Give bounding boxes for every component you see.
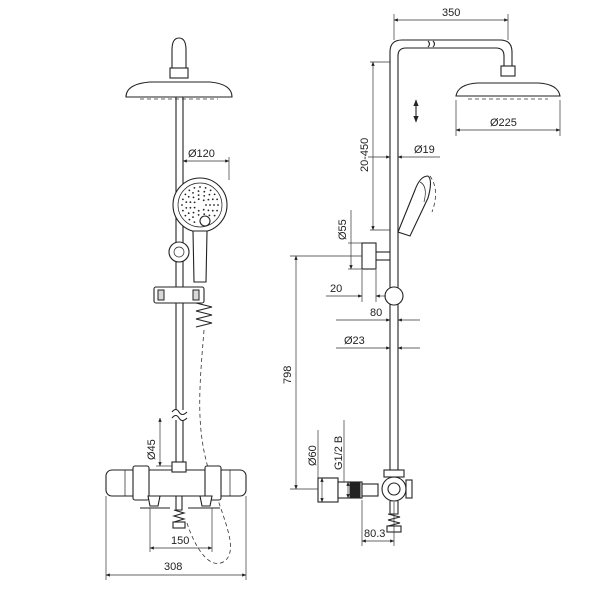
- nozzle-dot: [192, 211, 195, 214]
- side-view: 350 Ø225 20-450 Ø19 Ø55 20 80 Ø23: [282, 7, 561, 546]
- side-dim-arm-reach: 350: [442, 7, 460, 19]
- side-wall-escutcheon: [317, 477, 339, 503]
- side-hand-shower: [397, 175, 432, 237]
- front-mixer-knob-left: [132, 465, 150, 501]
- nozzle-dot: [189, 206, 192, 209]
- side-dim-escutcheon-diameter: Ø60: [307, 445, 319, 466]
- front-mixer-body: [105, 469, 247, 497]
- side-dim-total-height: 798: [282, 366, 294, 384]
- front-holder-bracket: [168, 241, 190, 263]
- front-view: Ø120 Ø45 150 308: [105, 37, 247, 580]
- front-slider: [153, 286, 205, 304]
- nozzle-dot: [217, 204, 219, 206]
- front-hand-shower-nozzles: [181, 186, 219, 224]
- nozzle-dot: [184, 193, 187, 196]
- nozzle-dot: [202, 208, 205, 211]
- front-overhead-shower-head: [125, 81, 233, 98]
- nozzle-dot: [181, 204, 183, 206]
- front-arm-nut: [169, 67, 189, 79]
- side-dim-riser-diameter: Ø19: [414, 144, 435, 156]
- side-dim-holder-offset: 20: [330, 283, 342, 295]
- front-mixer-knob-right: [204, 465, 222, 501]
- nozzle-dot: [184, 214, 187, 217]
- nozzle-dot: [197, 198, 200, 201]
- front-shower-arm: [171, 37, 187, 72]
- nozzle-dot: [216, 198, 219, 201]
- nozzle-dot: [185, 207, 188, 209]
- side-holder-bracket: [361, 242, 377, 270]
- nozzle-dot: [193, 221, 196, 224]
- nozzle-dot: [207, 209, 210, 212]
- nozzle-dot: [203, 213, 206, 216]
- side-dim-rail-diameter: Ø23: [344, 335, 365, 347]
- nozzle-dot: [208, 193, 211, 196]
- front-dim-inlet-spacing: 150: [171, 535, 189, 547]
- nozzle-dot: [211, 198, 214, 201]
- nozzle-dot: [213, 204, 215, 206]
- nozzle-dot: [203, 190, 206, 193]
- front-dim-overall-width: 308: [164, 561, 182, 573]
- nozzle-dot: [193, 201, 196, 204]
- nozzle-dot: [188, 189, 191, 192]
- side-dim-holder-diameter: Ø55: [337, 219, 349, 240]
- front-hose-coil: [195, 302, 213, 328]
- nozzle-dot: [197, 194, 200, 197]
- front-dim-rail-diameter: Ø45: [146, 439, 158, 460]
- nozzle-dot: [185, 201, 188, 204]
- side-dim-slider-offset: 80: [370, 307, 382, 319]
- nozzle-dot: [213, 214, 216, 217]
- side-dim-wall-to-centre: 80.3: [364, 528, 385, 540]
- side-dim-thread-size: G1/2 B: [333, 436, 345, 470]
- nozzle-dot: [211, 209, 214, 212]
- nozzle-dot: [213, 193, 216, 196]
- side-thread-fitting: [349, 481, 361, 499]
- nozzle-dot: [182, 209, 184, 212]
- nozzle-dot: [192, 216, 194, 219]
- nozzle-dot: [209, 189, 212, 192]
- nozzle-dot: [187, 212, 190, 215]
- side-riser-arm: [389, 39, 513, 470]
- nozzle-dot: [209, 204, 211, 206]
- nozzle-dot: [216, 209, 219, 212]
- nozzle-dot: [203, 195, 206, 197]
- nozzle-dot: [192, 196, 195, 199]
- front-hand-shower-handle: [192, 230, 208, 283]
- nozzle-dot: [197, 190, 200, 193]
- nozzle-dot: [182, 198, 184, 201]
- front-inlet-left: [147, 495, 161, 507]
- nozzle-dot: [193, 206, 196, 209]
- nozzle-dot: [187, 195, 190, 198]
- nozzle-dot: [197, 214, 200, 216]
- side-overhead-shower-head: [455, 82, 561, 97]
- nozzle-dot: [199, 186, 201, 188]
- front-dim-hand-shower-diameter: Ø120: [188, 148, 215, 160]
- side-slider: [384, 286, 404, 306]
- front-inlet-right: [199, 495, 213, 507]
- side-dim-overhead-diameter: Ø225: [490, 117, 517, 129]
- nozzle-dot: [192, 192, 194, 194]
- nozzle-dot: [207, 198, 210, 201]
- side-dim-height-adjust: 20-450: [359, 138, 371, 172]
- nozzle-dot: [197, 209, 200, 212]
- nozzle-dot: [189, 201, 192, 204]
- side-arm-nut: [500, 65, 516, 77]
- nozzle-dot: [204, 187, 207, 189]
- nozzle-dot: [188, 218, 191, 221]
- front-hose: [185, 329, 231, 564]
- nozzle-dot: [208, 214, 211, 217]
- nozzle-dot: [202, 199, 205, 202]
- nozzle-dot: [205, 204, 207, 206]
- nozzle-dot: [193, 187, 196, 189]
